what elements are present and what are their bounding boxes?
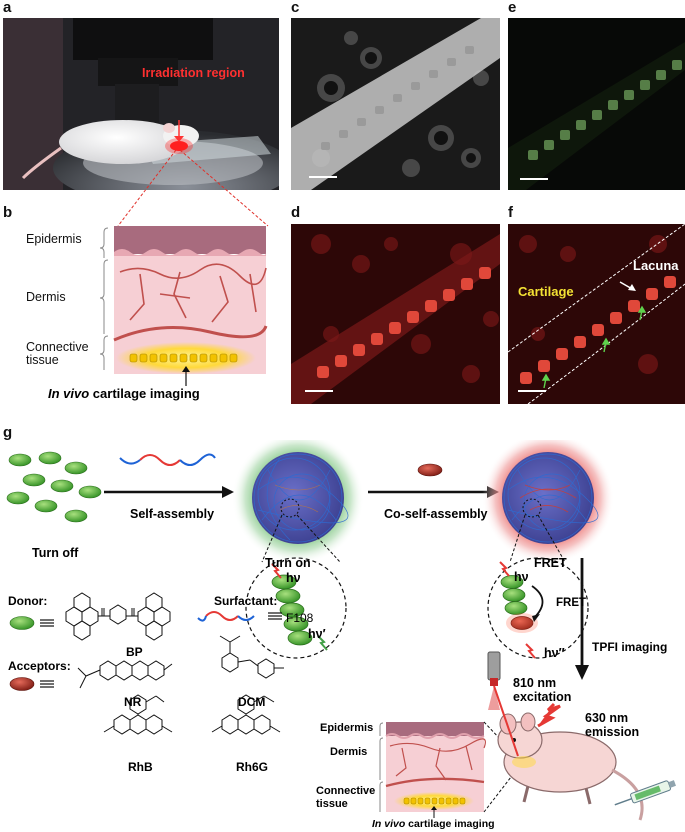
g-caption-rest: cartilage imaging <box>405 818 495 830</box>
excitation-label-2: excitation <box>513 690 572 704</box>
g-epidermis-label: Epidermis <box>320 722 374 734</box>
panel-a-photo <box>3 18 279 190</box>
excitation-label-1: 810 nm <box>513 676 557 690</box>
panel-c-scale-bar <box>309 176 337 178</box>
fret-state-label: FRET <box>534 556 567 570</box>
panel-f-scale-bar <box>518 390 546 392</box>
panel-letter-f: f <box>508 204 513 221</box>
panel-letter-c: c <box>291 0 300 16</box>
g-connective-label-2: tissue <box>316 798 348 810</box>
zoom2-hv-label: hν <box>514 570 529 584</box>
acceptors-label: Acceptors: <box>8 659 71 673</box>
panel-b-dermis-label: Dermis <box>26 290 66 304</box>
tpfi-imaging-label: TPFI imaging <box>592 640 668 654</box>
panel-b-caption-italic: In vivo <box>48 386 90 401</box>
emission-label-1: 630 nm <box>585 711 629 725</box>
g-caption: In vivo cartilage imaging <box>372 818 495 830</box>
panel-b-connective-label-1: Connective <box>26 340 89 354</box>
lacuna-label: Lacuna <box>633 258 679 273</box>
turn-on-label: Turn on <box>265 556 311 570</box>
zoom1-hv-label: hν <box>286 571 301 585</box>
panel-b-epidermis-label: Epidermis <box>26 232 82 246</box>
panel-e-green-image <box>508 18 685 190</box>
bp-label: BP <box>126 645 143 659</box>
dcm-label: DCM <box>238 695 266 709</box>
panel-b-skin-diagram <box>100 226 268 386</box>
surfactant-label: Surfactant: <box>214 594 278 608</box>
co-self-assembly-label: Co-self-assembly <box>384 507 488 521</box>
emission-label-2: emission <box>585 725 640 739</box>
panel-letter-g: g <box>3 424 13 441</box>
zoom2-fret-label: FRET <box>556 597 587 609</box>
rh6g-label: Rh6G <box>236 760 269 774</box>
cartilage-label: Cartilage <box>518 284 574 299</box>
panel-f-merged-image: Cartilage Lacuna <box>508 224 685 404</box>
panel-b-caption-rest: cartilage imaging <box>89 386 200 401</box>
panel-letter-e: e <box>508 0 517 16</box>
self-assembly-label: Self-assembly <box>130 507 215 521</box>
panel-e-scale-bar <box>520 178 548 180</box>
zoom1-hv-prime-label: hν′ <box>308 627 326 641</box>
irradiation-region-label: Irradiation region <box>142 66 245 80</box>
panel-letter-a: a <box>3 0 12 16</box>
f108-label: F108 <box>286 611 314 625</box>
panel-letter-d: d <box>291 204 301 221</box>
panel-d-scale-bar <box>305 390 333 392</box>
g-connective-label-1: Connective <box>316 785 376 797</box>
zoom2-hv-dprime-label: hν′′ <box>544 646 565 660</box>
panel-b-connective-label-2: tissue <box>26 353 59 367</box>
panel-letter-b: b <box>3 204 13 221</box>
panel-d-red-image <box>291 224 500 404</box>
panel-g-scheme <box>6 440 676 821</box>
g-dermis-label: Dermis <box>330 746 368 758</box>
panel-c-grayscale-image <box>291 18 500 190</box>
panel-a-b-connector <box>117 149 269 227</box>
turn-off-label: Turn off <box>32 546 79 560</box>
nr-label: NR <box>124 695 142 709</box>
donor-label: Donor: <box>8 594 48 608</box>
rhb-label: RhB <box>128 760 153 774</box>
panel-b-caption: In vivo cartilage imaging <box>48 386 200 401</box>
g-caption-italic: In vivo <box>372 818 406 830</box>
